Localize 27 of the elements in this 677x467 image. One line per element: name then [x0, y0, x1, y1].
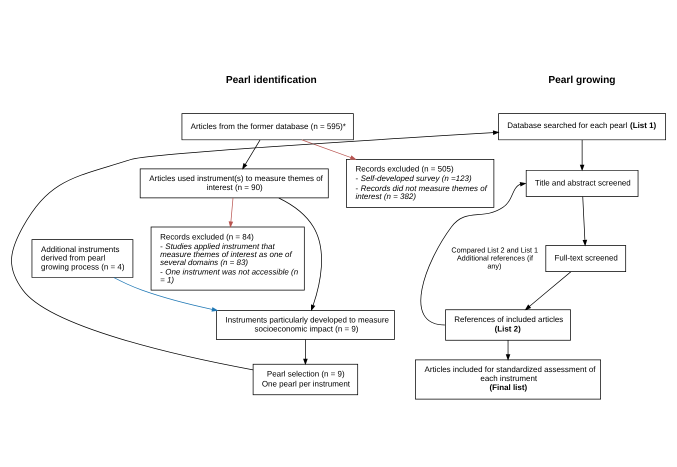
arrow — [303, 339, 308, 366]
arrow — [228, 198, 234, 228]
node-box: Records excluded (n = 84) - Studies applied instrument that measure themes of interest as one of several domains (n = 83) - One instrument was not accessible (n = 1) — [150, 226, 305, 291]
node-box: Full-text screened — [545, 245, 626, 272]
arrow — [420, 182, 527, 326]
arrow — [582, 196, 588, 246]
node-box: Pearl selection (n = 9) One pearl per instrument — [252, 364, 358, 396]
node-box: Articles from the former database (n = 595)* — [182, 113, 354, 140]
node-box: Additional instruments derived from pearl growing process (n = 4) — [32, 239, 134, 278]
node-box: Title and abstract screened — [526, 170, 638, 197]
node-box: Records excluded (n = 505) - Self-developed survey (n =123) - Records did not measure themes of interest (n = 382) — [346, 159, 494, 208]
label: Pearl identification — [226, 74, 317, 86]
arrow — [524, 271, 572, 310]
arrow — [580, 140, 584, 172]
node-box: References of included articles (List 2) — [445, 309, 571, 341]
edge-label: Compared List 2 and List 1 Additional references (if any) — [451, 245, 538, 270]
node-box: Articles included for standardized assessment of each instrument (Final list) — [415, 360, 601, 400]
node-box: Articles used instrument(s) to measure themes of interest (n = 90) — [140, 168, 329, 198]
arrow — [278, 198, 322, 312]
arrow — [114, 277, 218, 312]
arrow — [242, 140, 260, 170]
node-box: Database searched for each pearl (List 1) — [498, 113, 666, 140]
arrow — [302, 139, 357, 160]
label: Pearl growing — [548, 74, 616, 86]
arrow — [11, 130, 500, 370]
node-box: Instruments particularly developed to measure socioeconomic impact (n = 9) — [216, 310, 395, 340]
arrow — [506, 340, 510, 361]
